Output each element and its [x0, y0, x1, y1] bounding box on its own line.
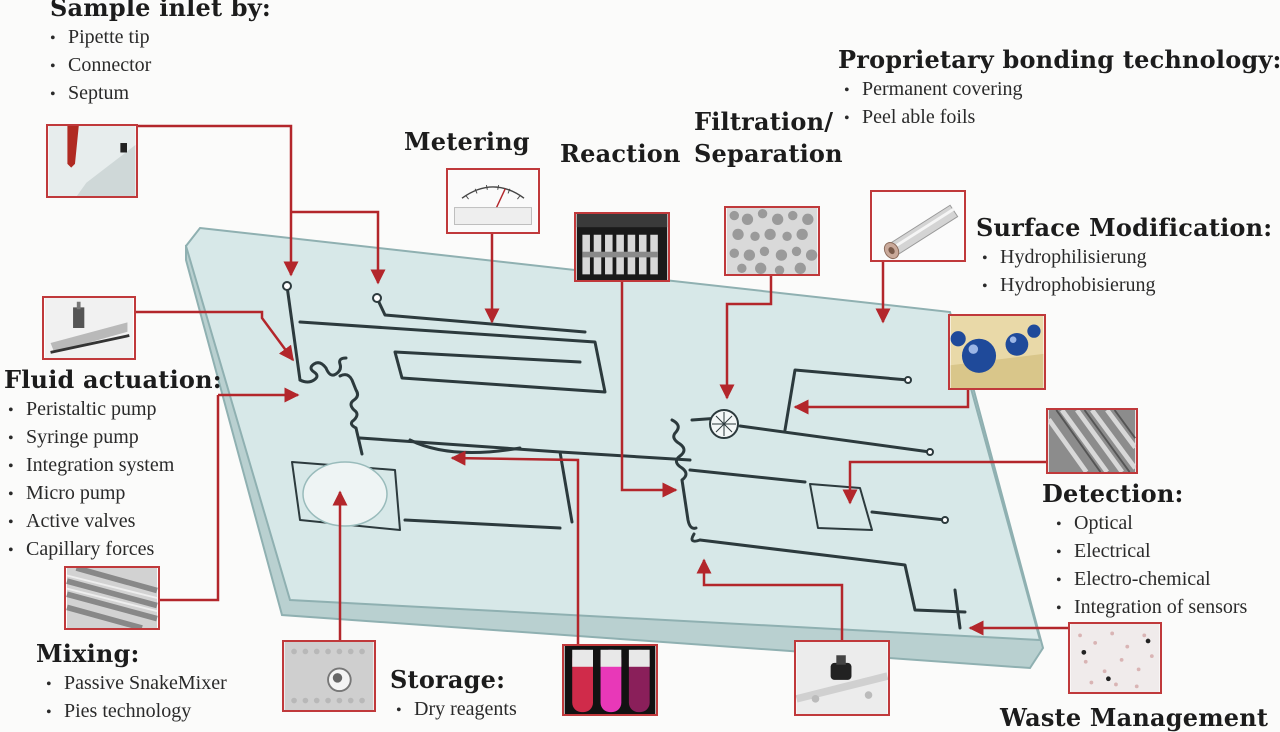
fluid-actuation-title: Fluid actuation: — [4, 365, 222, 394]
sample-inlet-section: Sample inlet by: Pipette tip Connector S… — [50, 0, 271, 108]
callout-connectors — [135, 124, 1072, 644]
electrode-icon — [1046, 408, 1138, 474]
list-item: Dry reagents — [396, 696, 517, 724]
reaction-strip-icon — [574, 212, 670, 282]
surface-section: Surface Modification: Hydrophilisierung … — [976, 214, 1272, 300]
chip-plate — [184, 226, 1042, 642]
list-item: Pipette tip — [50, 24, 271, 52]
detection-list: Optical Electrical Electro-chemical Inte… — [1056, 510, 1247, 622]
reaction-title: Reaction — [560, 139, 681, 168]
list-item: Electrical — [1056, 538, 1247, 566]
waste-management-title: Waste Management — [1000, 703, 1269, 732]
list-item: Micro pump — [8, 480, 222, 508]
list-item: Septum — [50, 80, 271, 108]
test-tubes-icon — [562, 644, 658, 716]
sample-inlet-title: Sample inlet by: — [50, 0, 271, 22]
mixer-texture-icon — [64, 566, 160, 630]
fluid-actuation-section: Fluid actuation: Peristaltic pump Syring… — [4, 366, 222, 564]
waste-pad-icon — [1068, 622, 1162, 694]
actuation-pump-icon — [42, 296, 136, 360]
storage-title: Storage: — [390, 665, 506, 694]
bonding-list: Permanent covering Peel able foils — [844, 76, 1280, 132]
mixing-list: Passive SnakeMixer Pies technology — [46, 670, 227, 726]
valve-icon — [794, 640, 890, 716]
filtration-title-line1: Filtration/ — [694, 107, 834, 136]
list-item: Hydrophobisierung — [982, 272, 1272, 300]
list-item: Hydrophilisierung — [982, 244, 1272, 272]
droplets-icon — [948, 314, 1046, 390]
list-item: Syringe pump — [8, 424, 222, 452]
storage-blister-icon — [282, 640, 376, 712]
list-item: Permanent covering — [844, 76, 1280, 104]
list-item: Capillary forces — [8, 536, 222, 564]
detection-title: Detection: — [1042, 479, 1184, 508]
filtration-section: Filtration/ Separation — [694, 106, 843, 170]
list-item: Connector — [50, 52, 271, 80]
list-item: Peristaltic pump — [8, 396, 222, 424]
storage-list: Dry reagents — [396, 696, 517, 724]
mixing-title: Mixing: — [36, 639, 140, 668]
bonding-section: Proprietary bonding technology: Permanen… — [838, 46, 1280, 132]
metering-title: Metering — [404, 127, 530, 156]
mixing-section: Mixing: Passive SnakeMixer Pies technolo… — [36, 640, 227, 726]
list-item: Passive SnakeMixer — [46, 670, 227, 698]
storage-section: Storage: Dry reagents — [390, 666, 517, 724]
list-item: Active valves — [8, 508, 222, 536]
list-item: Pies technology — [46, 698, 227, 726]
list-item: Integration of sensors — [1056, 594, 1247, 622]
detection-section: Detection: Optical Electrical Electro-ch… — [1042, 480, 1247, 622]
pipette-tip-icon — [46, 124, 138, 198]
list-item: Electro-chemical — [1056, 566, 1247, 594]
fluid-actuation-list: Peristaltic pump Syringe pump Integratio… — [8, 396, 222, 564]
tube-icon — [870, 190, 966, 262]
sample-inlet-list: Pipette tip Connector Septum — [50, 24, 271, 108]
filter-membrane-icon — [724, 206, 820, 276]
meter-gauge-icon — [446, 168, 540, 234]
bonding-title: Proprietary bonding technology: — [838, 45, 1280, 74]
list-item: Integration system — [8, 452, 222, 480]
filtration-title-line2: Separation — [694, 139, 843, 168]
surface-title: Surface Modification: — [976, 213, 1273, 242]
list-item: Optical — [1056, 510, 1247, 538]
list-item: Peel able foils — [844, 104, 1280, 132]
surface-list: Hydrophilisierung Hydrophobisierung — [982, 244, 1272, 300]
